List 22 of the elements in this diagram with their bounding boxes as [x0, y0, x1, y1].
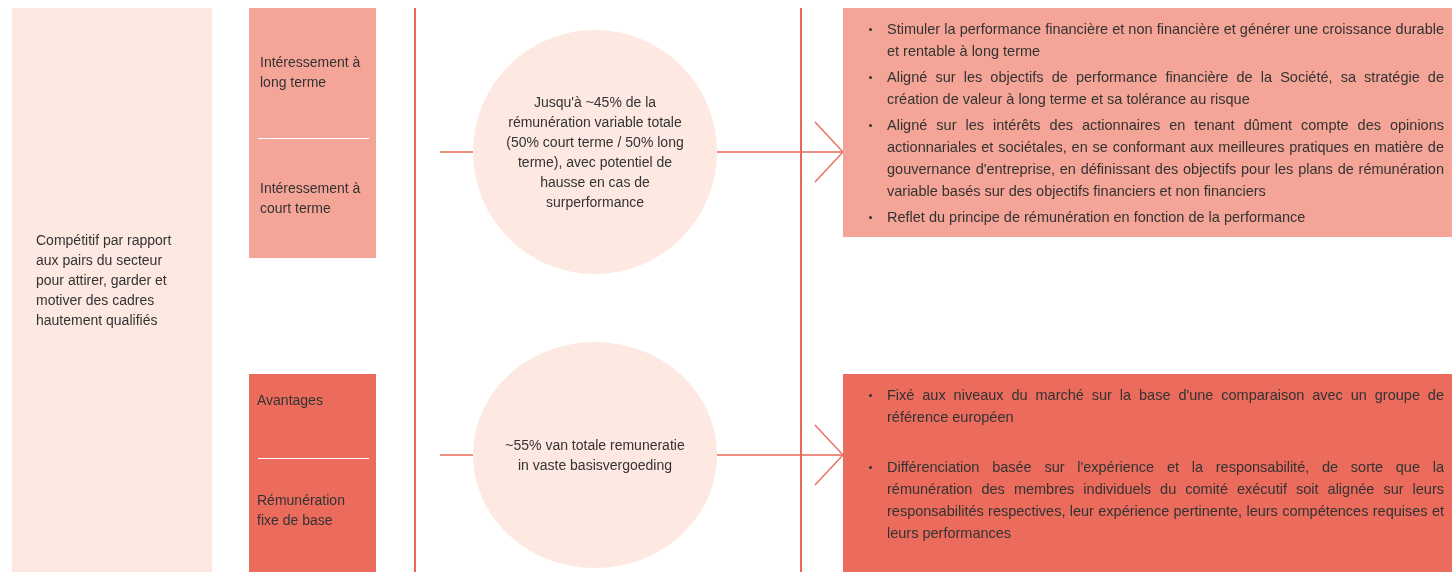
bullet-text: Différenciation basée sur l'expérience et la responsabilité, de sorte que la rémunération des membres individuels du comité exécutif soit alignée sur leurs responsabilités respectives, leur expérience pertinente, leurs compétences requises et leurs performances [887, 458, 1444, 543]
connector-line [439, 454, 474, 456]
bullet-text: Reflet du principe de rémunération en fonction de la performance [887, 208, 1307, 227]
category-label: Intéressement à court terme [260, 179, 362, 218]
category-box [249, 374, 376, 572]
bullet-text: Fixé aux niveaux du marché sur la base d'une comparaison avec un groupe de référence européen [887, 386, 1444, 427]
side-panel [12, 8, 212, 572]
circle-text: Jusqu'à ~45% de la rémunération variable totale (50% court terme / 50% long terme), avec potentiel de hausse en cas de surperformance [505, 93, 685, 212]
arrow [716, 121, 844, 183]
category-label: Rémunération fixe de base [257, 491, 346, 530]
description-panel [843, 374, 1452, 572]
description-text: Compétitif par rapport aux pairs du secteur pour attirer, garder et motiver des cadres hautement qualifiés [36, 231, 173, 330]
connector-line [439, 151, 474, 153]
circle-text: ~55% van totale remuneratie in vaste basisvergoeding [504, 436, 686, 475]
bullet-text: Aligné sur les intérêts des actionnaires en tenant dûment compte des opinions actionnariales et sociétales, en se conformant aux meilleures pratiques en matière de gouvernance d'entreprise, en définissant des objectifs pour les plans de rémunération variable basés sur des objectifs financiers et non financiers [887, 116, 1444, 201]
bullet-text: Stimuler la performance financière et non financière et générer une croissance durable et rentable à long terme [887, 20, 1444, 61]
arrow [716, 424, 844, 486]
description-panel [843, 8, 1452, 237]
category-box [249, 8, 376, 258]
category-label: Intéressement à long terme [260, 53, 362, 92]
category-label: Avantages [257, 391, 324, 410]
bullet-text: Aligné sur les objectifs de performance financière de la Société, sa stratégie de création de valeur à long terme et sa tolérance au risque [887, 68, 1444, 109]
